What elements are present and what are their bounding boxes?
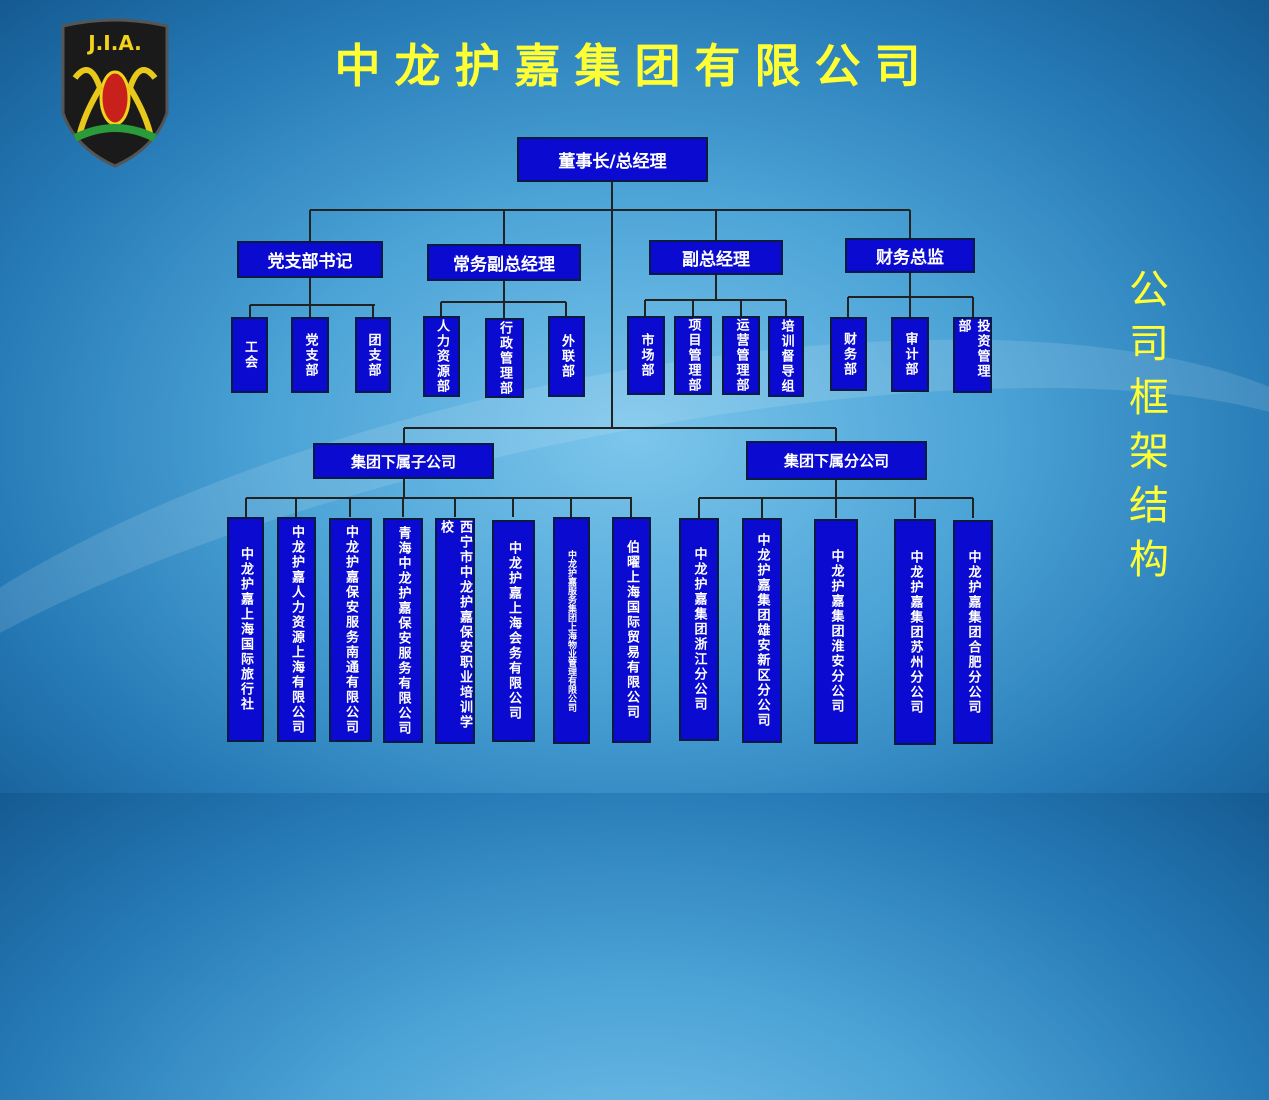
branch-box: 中龙护嘉集团淮安分公司 xyxy=(814,519,858,744)
svg-text:J.I.A.: J.I.A. xyxy=(86,31,142,55)
subsidiary-box: 西宁市中龙护嘉保安职业培训学校 xyxy=(435,518,475,744)
company-logo: J.I.A. xyxy=(61,18,169,168)
subsidiaries-box: 集团下属子公司 xyxy=(313,443,494,479)
dept-box: 财务部 xyxy=(830,317,867,391)
side-title: 公司框架结构 xyxy=(1122,268,1168,592)
dept-box: 人力资源部 xyxy=(423,316,460,397)
subsidiary-box: 中龙护嘉上海国际旅行社 xyxy=(227,517,264,742)
dept-box: 市场部 xyxy=(627,316,665,395)
page-title: 中龙护嘉集团有限公司 xyxy=(334,39,935,93)
subsidiary-box: 中龙护嘉上海会务有限公司 xyxy=(492,520,535,742)
subsidiary-box: 中龙护嘉保安服务南通有限公司 xyxy=(329,518,372,742)
branch-box: 中龙护嘉集团合肥分公司 xyxy=(953,520,993,744)
party-secretary-box: 党支部书记 xyxy=(237,241,383,278)
dept-box: 团支部 xyxy=(355,317,391,393)
root-box: 董事长/总经理 xyxy=(517,137,708,182)
dept-box: 外联部 xyxy=(548,316,585,397)
dept-box: 工会 xyxy=(231,317,268,393)
connector-lines xyxy=(245,182,974,518)
subsidiary-box: 中龙护嘉服务集团上海物业管理有限公司 xyxy=(553,517,590,744)
branch-box: 中龙护嘉集团浙江分公司 xyxy=(679,518,719,741)
branches-box: 集团下属分公司 xyxy=(746,441,927,480)
subsidiary-box: 伯曜上海国际贸易有限公司 xyxy=(612,517,651,743)
subsidiary-box: 青海中龙护嘉保安服务有限公司 xyxy=(383,518,423,743)
dept-box: 投资管理部 xyxy=(953,317,992,393)
cfo-box: 财务总监 xyxy=(845,238,975,273)
dept-box: 行政管理部 xyxy=(485,318,524,398)
executive-vp-box: 常务副总经理 xyxy=(427,244,581,281)
vp-box: 副总经理 xyxy=(649,240,783,275)
dept-box: 培训督导组 xyxy=(768,316,804,397)
dept-box: 运营管理部 xyxy=(722,316,760,395)
branch-box: 中龙护嘉集团苏州分公司 xyxy=(894,519,936,745)
branch-box: 中龙护嘉集团雄安新区分公司 xyxy=(742,518,782,743)
dept-box: 项目管理部 xyxy=(674,316,712,395)
dept-box: 审计部 xyxy=(891,317,929,392)
dept-box: 党支部 xyxy=(291,317,329,393)
subsidiary-box: 中龙护嘉人力资源上海有限公司 xyxy=(277,517,316,742)
